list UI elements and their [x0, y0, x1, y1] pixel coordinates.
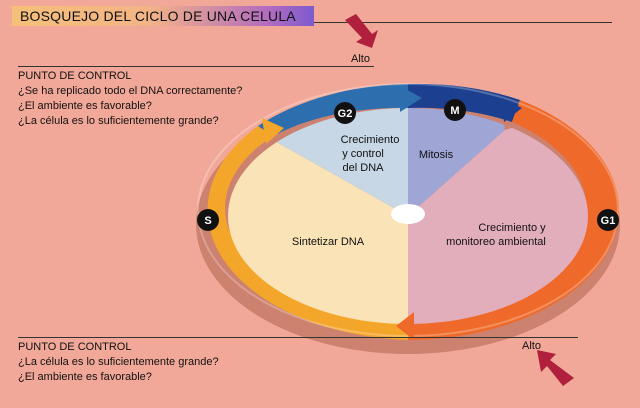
phase-label-g1: G1	[601, 215, 616, 227]
ring-g1-segment	[408, 100, 620, 340]
ring-highlight	[197, 83, 619, 337]
phase-badge-s	[197, 209, 219, 231]
sector-s-label: Sintetizar DNA	[292, 236, 365, 248]
phase-badge-m	[444, 99, 466, 121]
arrowhead-s-to-g2	[262, 118, 284, 144]
sector-g1-label: monitoreo ambiental	[446, 236, 546, 248]
center-oval	[391, 204, 425, 224]
checkpoint-rule-top	[18, 66, 374, 67]
checkpoint-rule-bottom	[18, 337, 578, 338]
sector-g1-label: Crecimiento y	[478, 222, 546, 234]
stop-label-top: Alto	[351, 53, 370, 65]
checkpoint-question: ¿El ambiente es favorable?	[18, 371, 152, 383]
checkpoint-question: ¿Se ha replicado todo el DNA correctamen…	[18, 85, 243, 97]
title-rule	[314, 22, 612, 23]
ring-m-segment	[408, 83, 520, 122]
phase-label-s: S	[204, 215, 211, 227]
title-banner	[12, 6, 314, 26]
checkpoint-heading-top: PUNTO DE CONTROL	[18, 70, 132, 82]
checkpoint-question: ¿La célula es lo suficientemente grande?	[18, 356, 219, 368]
checkpoint-question: ¿El ambiente es favorable?	[18, 100, 152, 112]
sector-g1	[408, 108, 588, 324]
sector-g2-label: del DNA	[343, 162, 385, 174]
sector-g2-label: y control	[342, 148, 384, 160]
sector-m	[408, 108, 505, 216]
page-title: BOSQUEJO DEL CICLO DE UNA CELULA	[20, 8, 296, 24]
stop-label-bottom: Alto	[522, 340, 541, 352]
stop-arrow-bottom	[537, 350, 574, 386]
phase-badge-g2	[334, 102, 356, 124]
ring-s-segment	[207, 126, 408, 340]
phase-label-m: M	[450, 105, 459, 117]
sector-g2-label: Crecimiento	[341, 134, 400, 146]
arrowhead-g1-to-s	[396, 312, 414, 340]
phase-badge-g1	[597, 209, 619, 231]
checkpoint-heading-bottom: PUNTO DE CONTROL	[18, 341, 132, 353]
arrowhead-g2-to-m	[400, 86, 422, 112]
stop-arrow-top	[345, 14, 378, 48]
checkpoint-question: ¿La célula es lo suficientemente grande?	[18, 115, 219, 127]
phase-label-g2: G2	[338, 108, 353, 120]
ring-g2-segment	[258, 84, 408, 136]
arrowhead-m-to-g1	[502, 98, 522, 122]
sector-m-label: Mitosis	[419, 149, 454, 161]
